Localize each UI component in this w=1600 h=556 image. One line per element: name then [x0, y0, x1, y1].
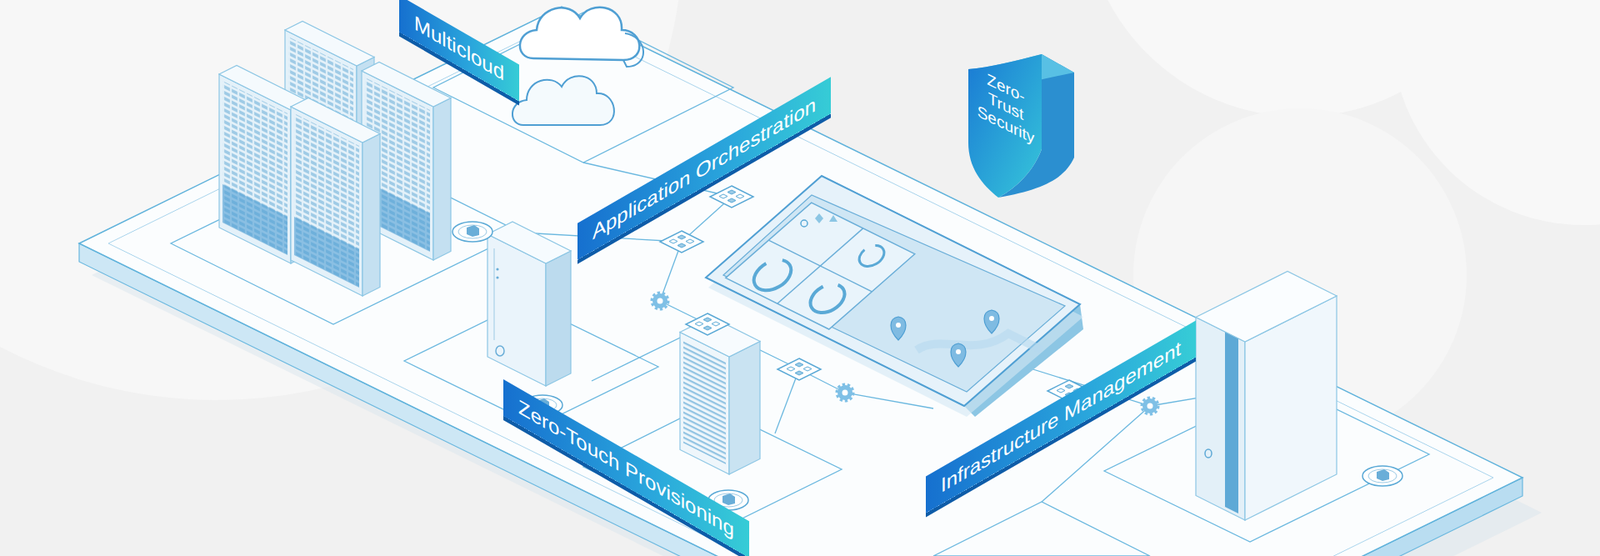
blueprint-icons: [660, 185, 1091, 402]
server-tower: [680, 316, 760, 475]
dashboard-panel: [705, 175, 1084, 417]
server-cabinet: [487, 221, 571, 386]
server-racks: [219, 21, 451, 297]
region-outlines: [170, 12, 1430, 556]
platform: [79, 6, 1542, 556]
server-cabinet: [1195, 271, 1337, 521]
cloud: [512, 7, 644, 125]
shield-face: [968, 54, 1042, 198]
shield-badge: Zero- Trust Security: [965, 50, 1078, 200]
